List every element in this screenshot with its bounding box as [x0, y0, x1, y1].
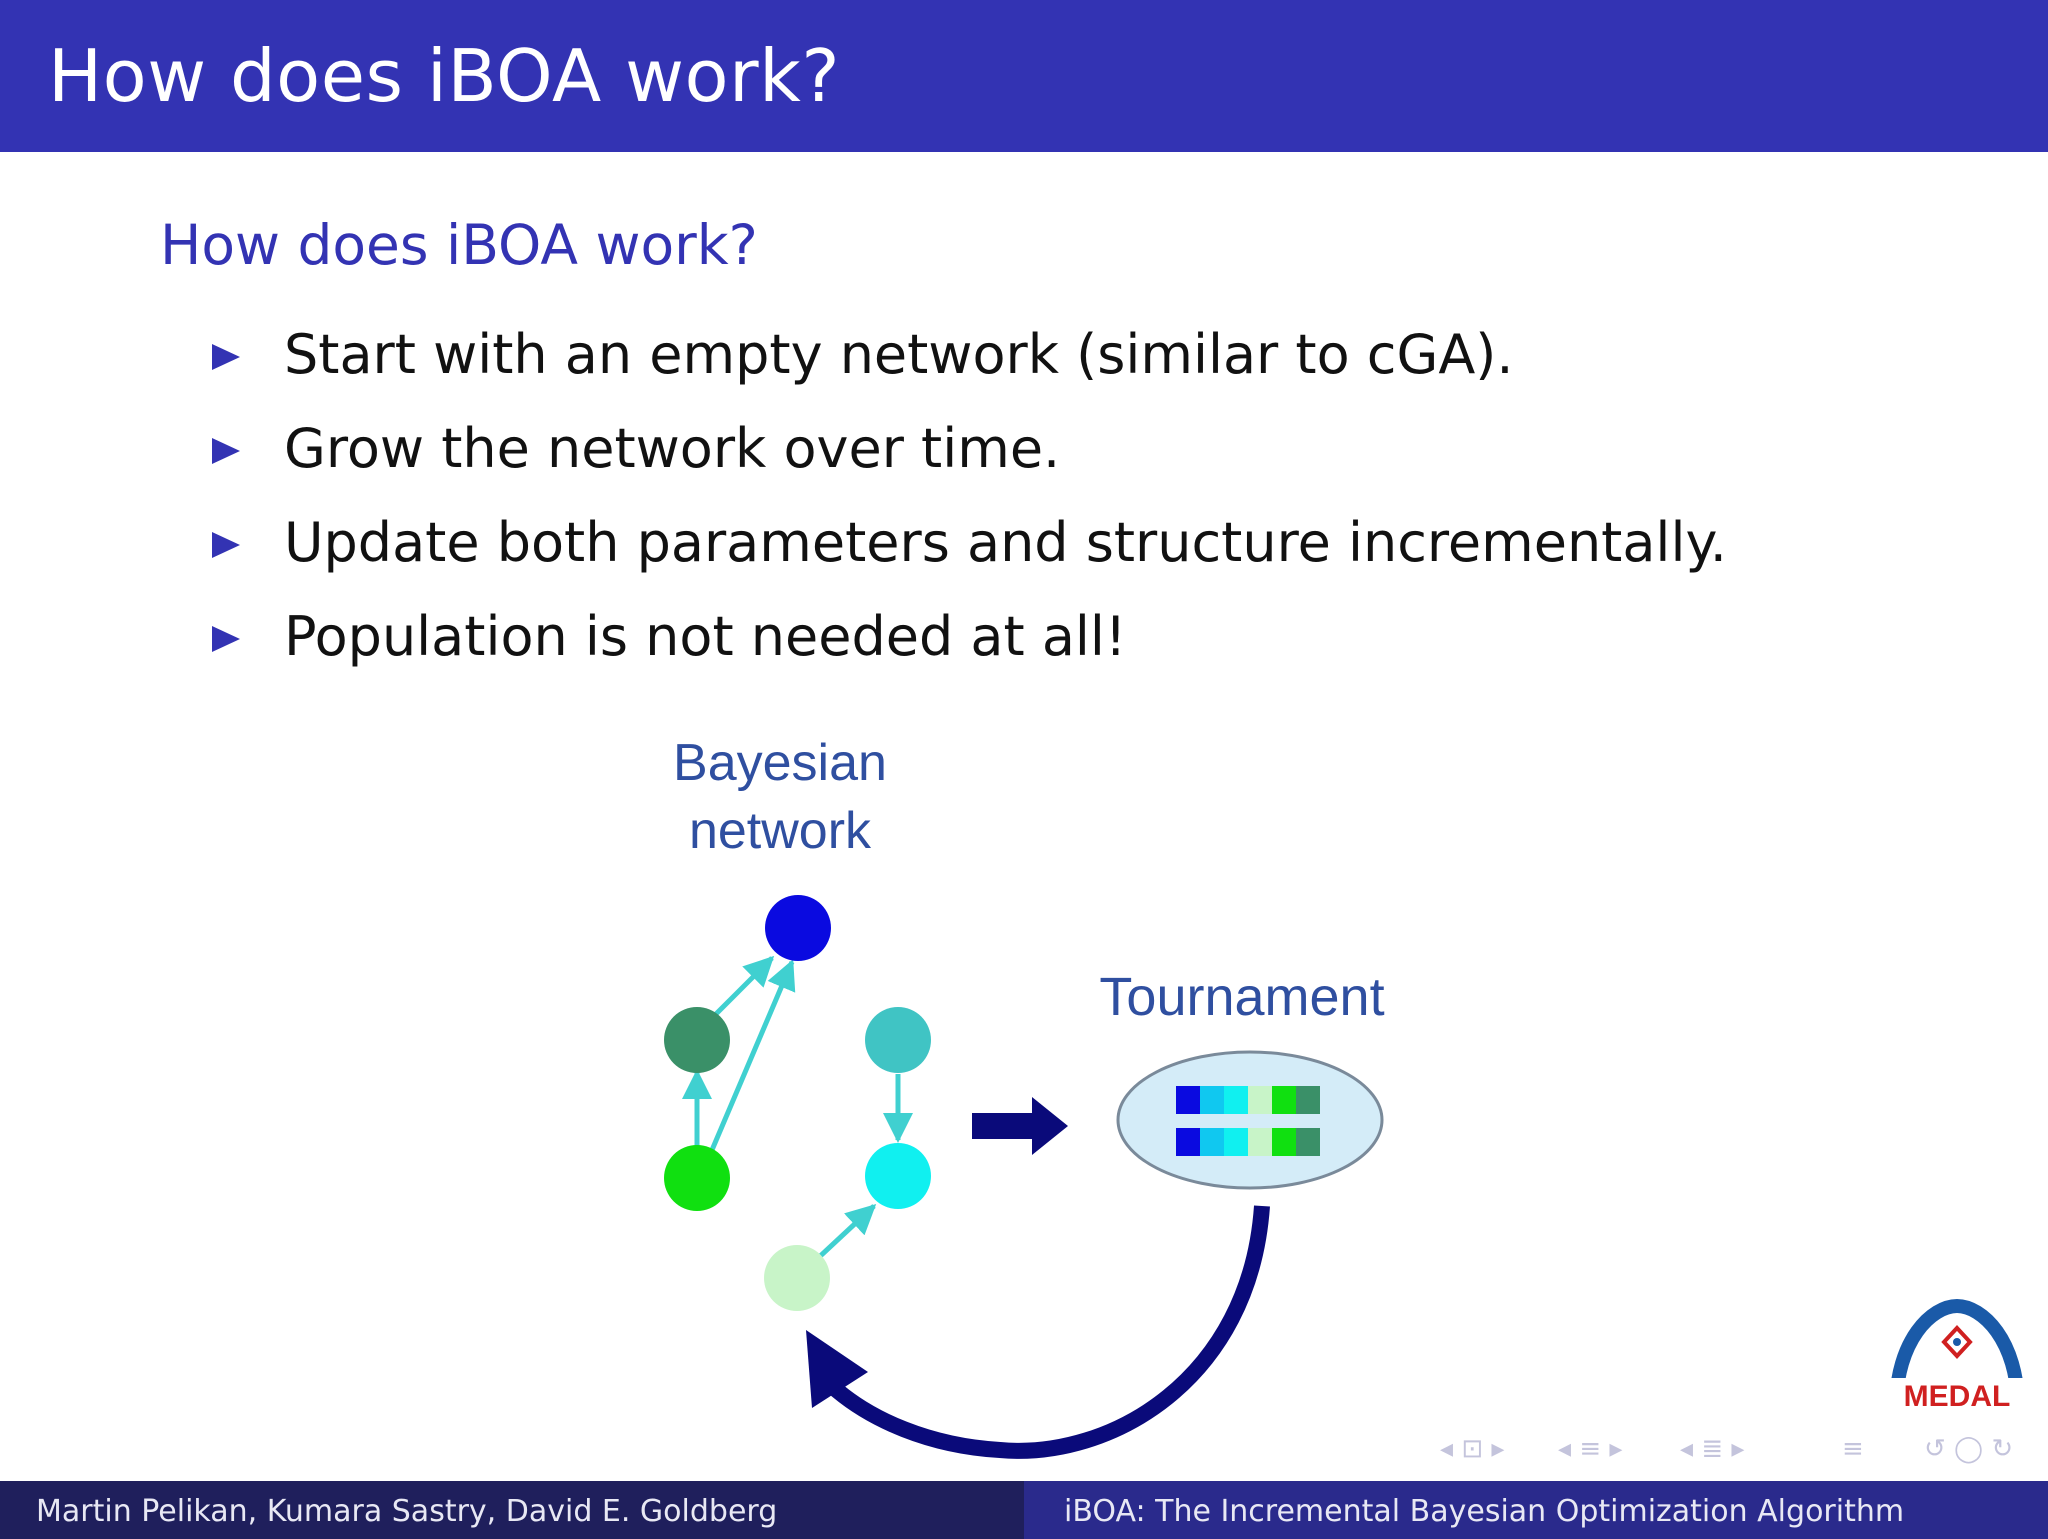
nav-search-icon[interactable]: ↺ ◯ ↻ — [1924, 1434, 2014, 1464]
network-node — [664, 1007, 730, 1073]
footer-title-bar: iBOA: The Incremental Bayesian Optimizat… — [1024, 1481, 2048, 1539]
bullet-arrow-icon — [212, 626, 240, 652]
title-bar: How does iBOA work? — [0, 0, 2048, 152]
arrow-back-icon — [806, 1330, 868, 1408]
svg-text:MEDAL: MEDAL — [1904, 1380, 2011, 1413]
network-node — [764, 1245, 830, 1311]
network-label: network — [689, 802, 872, 860]
network-node — [865, 1007, 931, 1073]
network-node — [664, 1145, 730, 1211]
nav-frame-icon[interactable]: ◂ ⊡ ▸ — [1440, 1434, 1505, 1464]
bullet-text: Start with an empty network (similar to … — [284, 323, 1514, 386]
bullet-text: Grow the network over time. — [284, 417, 1061, 480]
bullet-text: Population is not needed at all! — [284, 605, 1127, 668]
bullet-arrow-icon — [212, 344, 240, 370]
network-label: Bayesian — [673, 734, 887, 792]
nav-subsection-icon[interactable]: ◂ ≡ ▸ — [1558, 1434, 1623, 1464]
footer-talk-title: iBOA: The Incremental Bayesian Optimizat… — [1064, 1494, 1905, 1529]
footer: Martin Pelikan, Kumara Sastry, David E. … — [0, 1481, 2048, 1539]
network-edge — [710, 955, 775, 1020]
network-node — [865, 1143, 931, 1209]
bullet-text: Update both parameters and structure inc… — [284, 511, 1727, 574]
frame-title: How does iBOA work? — [48, 34, 841, 118]
nav-outline-icon[interactable]: ≡ — [1842, 1434, 1864, 1464]
footer-authors-bar: Martin Pelikan, Kumara Sastry, David E. … — [0, 1481, 1024, 1539]
footer-authors: Martin Pelikan, Kumara Sastry, David E. … — [36, 1494, 778, 1529]
nav-section-icon[interactable]: ◂ ≣ ▸ — [1680, 1434, 1745, 1464]
network-node — [765, 895, 831, 961]
bullet-arrow-icon — [212, 438, 240, 464]
tournament-pool — [1116, 1050, 1384, 1190]
candidate-solution — [1176, 1086, 1320, 1114]
network-edge — [814, 1203, 877, 1262]
feedback-curve — [826, 1205, 1270, 1459]
network-edge — [709, 959, 796, 1151]
tournament-label: Tournament — [1099, 967, 1384, 1027]
arrow-right-icon — [972, 1097, 1068, 1155]
candidate-solution — [1176, 1128, 1320, 1156]
bullet-arrow-icon — [212, 532, 240, 558]
medal-logo: MEDAL — [1886, 1298, 2028, 1413]
block-title: How does iBOA work? — [160, 213, 758, 277]
